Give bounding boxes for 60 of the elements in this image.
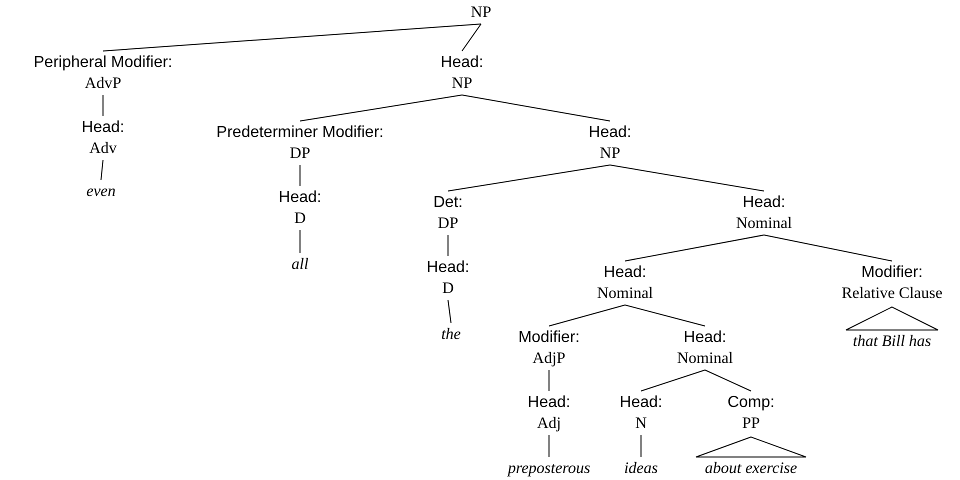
- branch-line: [448, 300, 452, 324]
- triangle-branch: [696, 436, 806, 458]
- category-label: DP: [438, 214, 458, 234]
- category-label: Adv: [89, 139, 117, 159]
- branch-line: [624, 234, 764, 262]
- word-label: ideas: [624, 458, 658, 479]
- function-label: Comp:: [727, 393, 775, 413]
- function-label: Head:: [528, 393, 570, 413]
- category-label: Nominal: [677, 349, 733, 369]
- word-label: about exercise: [704, 458, 798, 479]
- branch-line: [548, 370, 550, 392]
- branch-line: [102, 24, 482, 52]
- function-label: Head:: [604, 263, 646, 283]
- branch-line: [548, 304, 626, 326]
- function-label: Head:: [82, 118, 124, 138]
- function-label: Peripheral Modifier:: [34, 53, 172, 73]
- category-label: DP: [290, 144, 310, 164]
- branch-line: [462, 24, 482, 52]
- branch-line: [764, 234, 892, 262]
- branch-line: [610, 164, 764, 192]
- branch-line: [640, 434, 642, 458]
- branch-line: [624, 304, 706, 326]
- function-label: Head:: [426, 258, 470, 278]
- word-label: the: [441, 324, 461, 345]
- branch-line: [704, 370, 752, 392]
- word-label: even: [86, 181, 116, 202]
- word-label: all: [292, 254, 308, 275]
- function-label: Head:: [588, 123, 632, 143]
- function-label: Modifier:: [861, 263, 923, 283]
- category-label: AdjP: [532, 349, 566, 369]
- category-label: NP: [452, 74, 472, 94]
- triangle-branch: [846, 306, 938, 330]
- branch-line: [100, 160, 104, 180]
- category-label: D: [442, 279, 454, 299]
- category-label: NP: [600, 144, 620, 164]
- function-label: Head:: [742, 193, 786, 213]
- branch-line: [448, 164, 610, 192]
- function-label: Head:: [440, 53, 484, 73]
- branch-line: [300, 94, 462, 122]
- category-label: N: [635, 414, 647, 434]
- branch-line: [548, 434, 550, 458]
- category-label: Nominal: [597, 284, 653, 304]
- category-label: D: [294, 209, 306, 229]
- branch-line: [640, 370, 706, 392]
- branch-line: [462, 94, 610, 122]
- word-label: that Bill has: [852, 331, 932, 352]
- function-label: Head:: [684, 328, 726, 348]
- category-label: Nominal: [736, 214, 792, 234]
- function-label: Modifier:: [518, 328, 580, 348]
- category-label: PP: [742, 414, 760, 434]
- branch-line: [102, 94, 104, 116]
- function-label: Predeterminer Modifier:: [216, 123, 384, 143]
- category-label: NP: [470, 2, 492, 23]
- word-label: preposterous: [508, 458, 590, 479]
- category-label: AdvP: [84, 74, 122, 94]
- function-label: Head:: [278, 188, 322, 208]
- category-label: Relative Clause: [842, 284, 942, 304]
- category-label: Adj: [537, 414, 561, 434]
- function-label: Head:: [620, 393, 662, 413]
- function-label: Det:: [433, 193, 463, 213]
